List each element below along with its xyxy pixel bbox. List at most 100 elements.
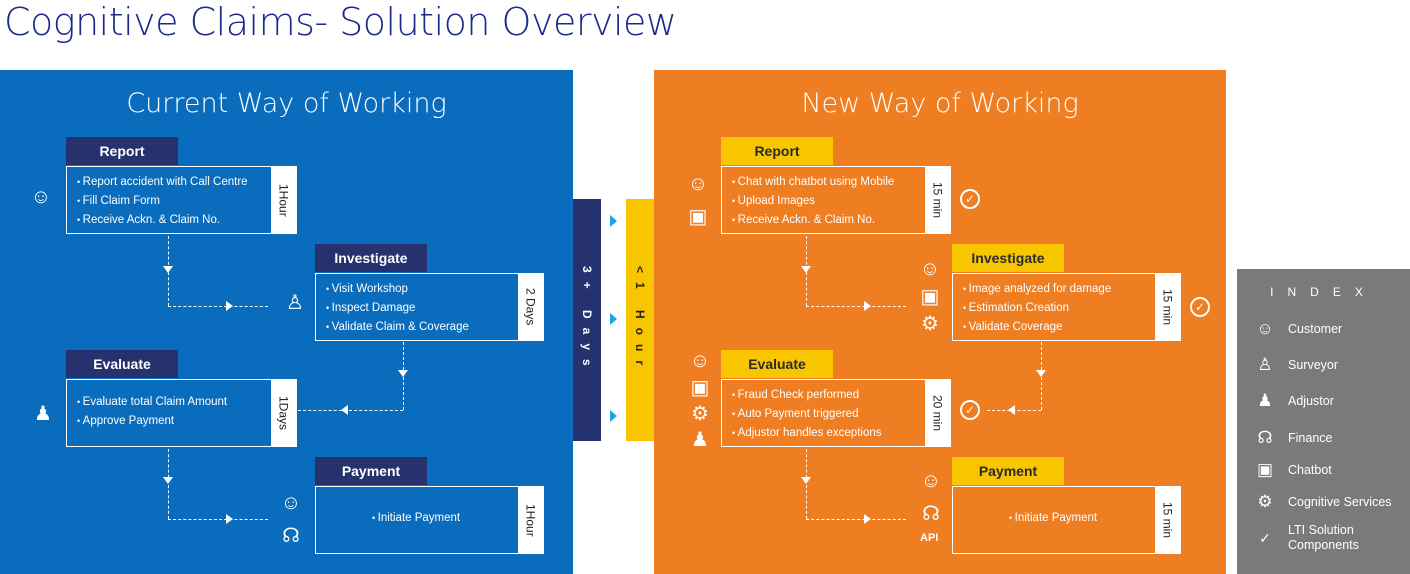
legend-item: ☊Finance — [1253, 428, 1332, 448]
flow-arrow — [864, 301, 871, 311]
flow-connector — [168, 306, 268, 307]
surveyor-icon: ♙ — [1257, 355, 1273, 374]
customer-icon: ☺ — [687, 172, 709, 195]
index-legend: INDEX ☺Customer ♙Surveyor ♟Adjustor ☊Fin… — [1237, 269, 1410, 574]
lti-solution-icon: ✓ — [1190, 297, 1210, 317]
surveyor-icon: ♙ — [286, 291, 304, 314]
lti-solution-icon: ✓ — [960, 189, 980, 209]
flow-arrow — [610, 215, 617, 227]
flow-connector — [168, 449, 169, 519]
list-item: Approve Payment — [77, 412, 296, 431]
current-total-bar: 3+ Days — [573, 199, 601, 441]
list-item: Validate Coverage — [963, 318, 1180, 337]
duration-label: 1Days — [271, 380, 296, 446]
list-item: Image analyzed for damage — [963, 280, 1180, 299]
current-way-panel: Current Way of Working Report Report acc… — [0, 70, 573, 574]
flow-arrow — [1008, 405, 1015, 415]
customer-icon: ☺ — [920, 469, 942, 492]
flow-arrow — [163, 477, 173, 484]
flow-arrow — [801, 266, 811, 273]
cognitive-services-icon: ⚙ — [691, 402, 709, 425]
list-item: Initiate Payment — [1009, 509, 1180, 528]
duration-label: 15 min — [1155, 487, 1180, 553]
cognitive-services-icon: ⚙ — [921, 312, 939, 335]
list-item: Fraud Check performed — [732, 386, 950, 405]
new-investigate-header: Investigate — [952, 244, 1064, 272]
legend-item: ⚙Cognitive Services — [1253, 492, 1391, 512]
flow-connector — [806, 306, 906, 307]
legend-item: ♙Surveyor — [1253, 355, 1338, 375]
flow-arrow — [864, 514, 871, 524]
flow-connector — [168, 519, 268, 520]
flow-arrow — [398, 370, 408, 377]
current-investigate-box: Visit Workshop Inspect Damage Validate C… — [315, 273, 544, 341]
flow-arrow — [341, 405, 348, 415]
list-item: Receive Ackn. & Claim No. — [732, 211, 950, 230]
new-report-box: Chat with chatbot using Mobile Upload Im… — [721, 166, 951, 234]
list-item: Adjustor handles exceptions — [732, 424, 950, 443]
finance-icon: ☊ — [1257, 428, 1273, 447]
flow-arrow — [226, 301, 233, 311]
list-item: Fill Claim Form — [77, 192, 296, 211]
legend-item: ☺Customer — [1253, 319, 1342, 339]
current-investigate-header: Investigate — [315, 244, 427, 272]
new-payment-box: Initiate Payment 15 min — [952, 486, 1181, 554]
customer-icon: ☺ — [30, 185, 52, 208]
new-report-header: Report — [721, 137, 833, 165]
current-evaluate-header: Evaluate — [66, 350, 178, 378]
flow-connector — [298, 410, 403, 411]
list-item: Initiate Payment — [372, 509, 543, 528]
list-item: Receive Ackn. & Claim No. — [77, 211, 296, 230]
flow-arrow — [610, 410, 617, 422]
new-total-bar: <1 Hour — [626, 199, 654, 441]
index-header: INDEX — [1270, 285, 1377, 299]
new-payment-header: Payment — [952, 457, 1064, 485]
finance-icon: ☊ — [922, 502, 940, 525]
duration-label: 15 min — [1155, 274, 1180, 340]
duration-label: 1Hour — [518, 487, 543, 553]
lti-solution-icon: ✓ — [1259, 529, 1271, 546]
list-item: Inspect Damage — [326, 299, 543, 318]
new-evaluate-box: Fraud Check performed Auto Payment trigg… — [721, 379, 951, 447]
lti-solution-icon: ✓ — [960, 400, 980, 420]
cognitive-services-icon: ⚙ — [1257, 492, 1273, 511]
list-item: Upload Images — [732, 192, 950, 211]
duration-label: 1Hour — [271, 167, 296, 233]
legend-item: ▣Chatbot — [1253, 460, 1332, 480]
legend-item: ✓LTI Solution Components — [1253, 523, 1378, 553]
adjustor-icon: ♟ — [34, 402, 52, 425]
list-item: Auto Payment triggered — [732, 405, 950, 424]
new-evaluate-header: Evaluate — [721, 350, 833, 378]
current-panel-title: Current Way of Working — [126, 88, 447, 119]
flow-connector — [806, 519, 906, 520]
list-item: Visit Workshop — [326, 280, 543, 299]
chatbot-icon: ▣ — [688, 205, 708, 228]
finance-icon: ☊ — [282, 524, 300, 547]
new-panel-title: New Way of Working — [801, 88, 1079, 119]
list-item: Evaluate total Claim Amount — [77, 393, 296, 412]
flow-arrow — [226, 514, 233, 524]
list-item: Validate Claim & Coverage — [326, 318, 543, 337]
customer-icon: ☺ — [689, 349, 711, 372]
adjustor-icon: ♟ — [691, 428, 709, 451]
chatbot-icon: ▣ — [690, 376, 710, 399]
flow-connector — [806, 449, 807, 519]
list-item: Report accident with Call Centre — [77, 173, 296, 192]
customer-icon: ☺ — [1256, 319, 1274, 338]
flow-arrow — [610, 313, 617, 325]
duration-label: 2 Days — [518, 274, 543, 340]
flow-arrow — [1036, 370, 1046, 377]
page-title: Cognitive Claims- Solution Overview — [4, 0, 677, 44]
current-payment-box: Initiate Payment 1Hour — [315, 486, 544, 554]
flow-arrow — [801, 477, 811, 484]
current-payment-header: Payment — [315, 457, 427, 485]
api-label: API — [920, 532, 939, 544]
customer-icon: ☺ — [280, 491, 302, 514]
new-investigate-box: Image analyzed for damage Estimation Cre… — [952, 273, 1181, 341]
list-item: Chat with chatbot using Mobile — [732, 173, 950, 192]
flow-arrow — [163, 266, 173, 273]
list-item: Estimation Creation — [963, 299, 1180, 318]
current-report-box: Report accident with Call Centre Fill Cl… — [66, 166, 297, 234]
adjustor-icon: ♟ — [1257, 391, 1273, 410]
chatbot-icon: ▣ — [920, 285, 940, 308]
